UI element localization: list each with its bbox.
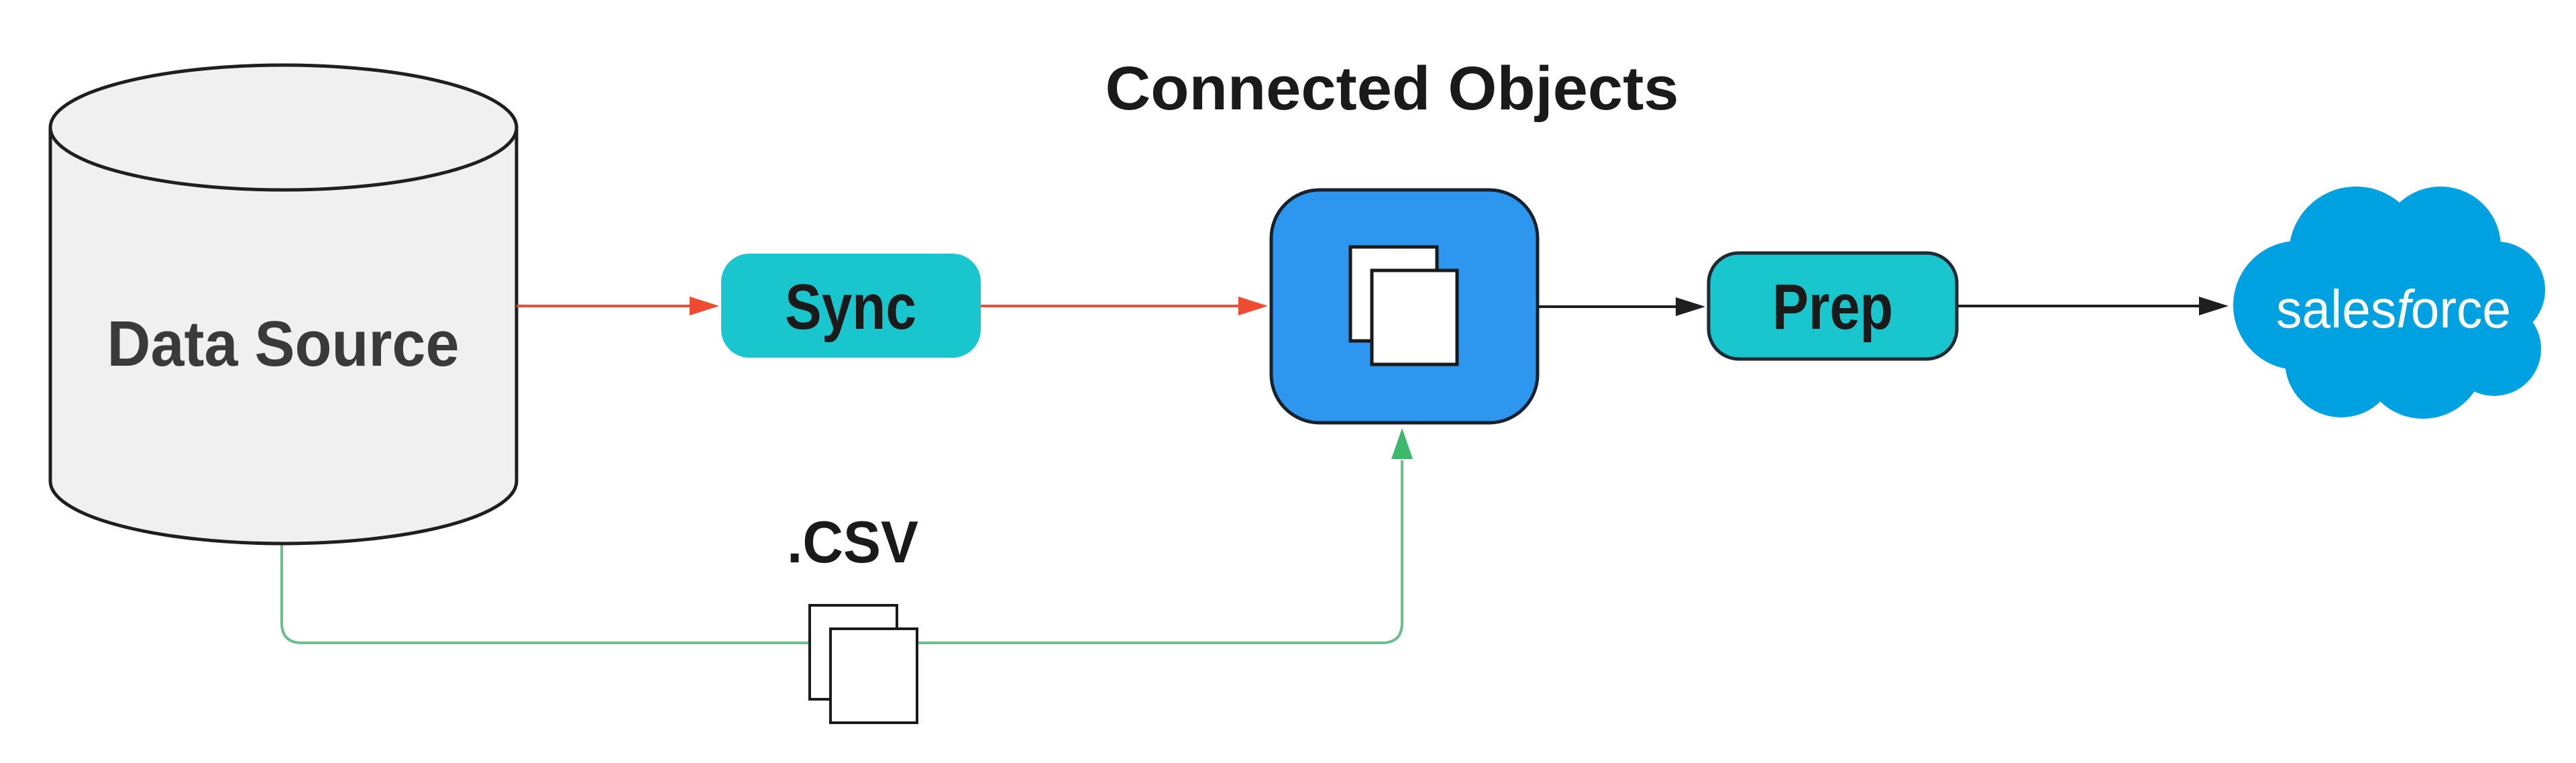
salesforce-wordmark: salesforce xyxy=(2276,279,2511,339)
prep-label: Prep xyxy=(1772,271,1893,343)
connected-objects-icon xyxy=(1269,188,1540,425)
database-cylinder-icon xyxy=(48,63,519,546)
sync-label: Sync xyxy=(785,271,916,343)
cloud-body xyxy=(2288,228,2509,383)
arrow-datasource-to-sync-head xyxy=(690,297,719,315)
salesforce-cloud-logo xyxy=(2233,187,2545,419)
arrow-prep-to-salesforce xyxy=(1958,297,2229,315)
arrow-sync-to-connected-objects-head xyxy=(1238,297,1268,315)
connected-objects-title: Connected Objects xyxy=(1106,54,1679,123)
salesforce-wordmark-part: sales xyxy=(2276,279,2396,339)
prep-node xyxy=(1707,251,1959,361)
document-front xyxy=(1370,268,1459,366)
csv-label: .CSV xyxy=(787,509,918,575)
arrow-datasource-to-sync xyxy=(517,297,719,315)
arrow-sync-to-connected-objects xyxy=(981,297,1268,315)
arrow-prep-to-salesforce-head xyxy=(2199,297,2229,315)
database-cylinder-top xyxy=(48,63,519,192)
csv-documents-icon xyxy=(808,604,918,724)
arrow-connected-objects-to-prep-head xyxy=(1676,297,1705,316)
arrow-connected-objects-to-prep xyxy=(1539,297,1705,316)
documents-icon xyxy=(1348,245,1459,366)
sync-node xyxy=(721,254,981,358)
salesforce-wordmark-part: orce xyxy=(2411,279,2511,339)
csv-document-front xyxy=(829,627,918,724)
arrow-csv-to-connected-objects-head xyxy=(1391,428,1413,459)
data-source-label: Data Source xyxy=(107,308,460,380)
database-cylinder-body xyxy=(48,128,519,546)
